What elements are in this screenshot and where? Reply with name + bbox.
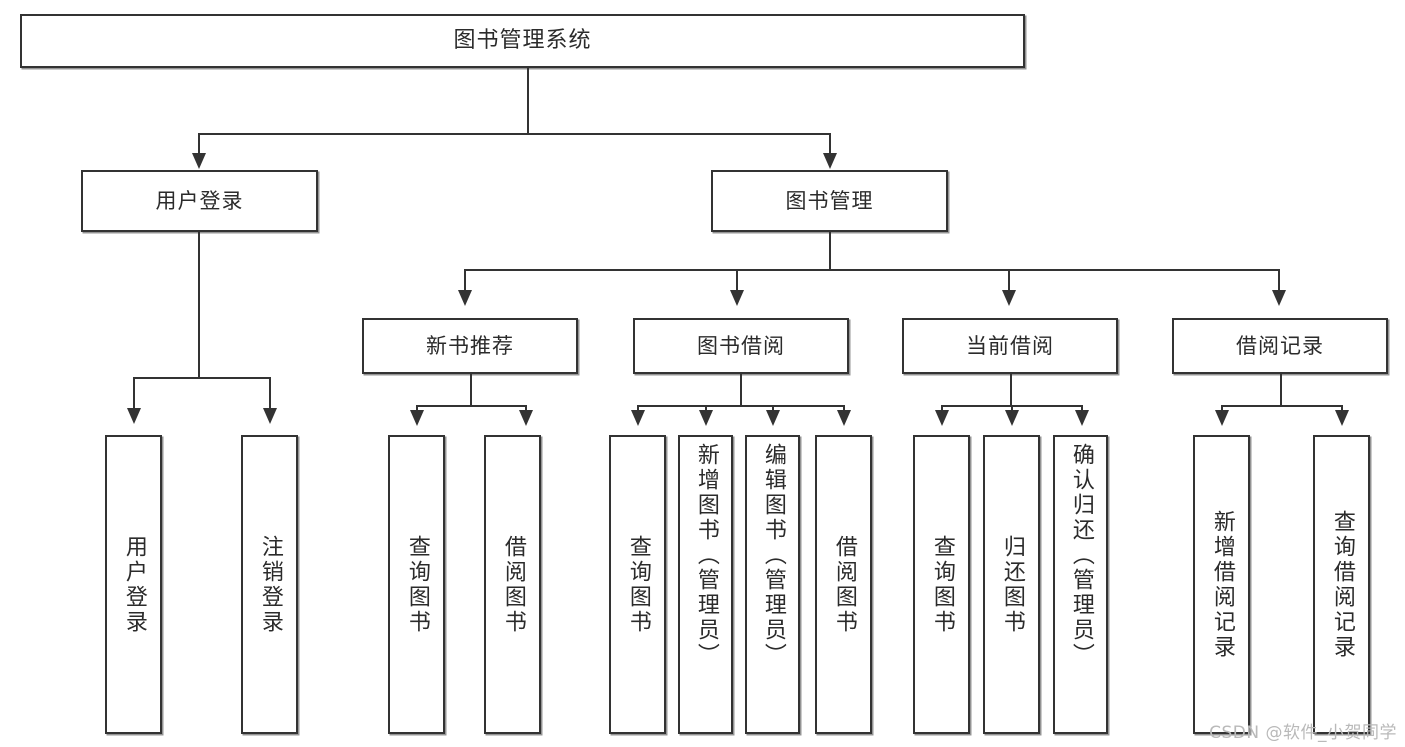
connector-drop-new-book (464, 269, 466, 293)
node-label: 当前借阅 (966, 333, 1054, 358)
watermark-text: CSDN @软件_小贺同学 (1209, 723, 1397, 743)
node-label: 归还图书 (999, 534, 1025, 635)
connector-drop-user-login (198, 133, 200, 157)
connector-drop-current-borrow (1008, 269, 1010, 293)
connector-drop-bb-leaf-2 (705, 405, 707, 413)
leaf-bb-query-book[interactable]: 查询图书 (609, 435, 666, 734)
leaf-bb-edit-book-admin[interactable]: 编辑图书（管理员） (745, 435, 800, 734)
connector-book-manage-bus (464, 269, 1280, 271)
arrow-cb-leaf-3 (1075, 410, 1089, 426)
connector-drop-bb-leaf-4 (843, 405, 845, 413)
node-book-borrow[interactable]: 图书借阅 (633, 318, 849, 374)
node-label: 借阅图书 (831, 534, 857, 635)
node-label: 新增借阅记录 (1209, 509, 1235, 660)
arrow-bb-leaf-2 (699, 410, 713, 426)
node-label: 借阅图书 (500, 534, 526, 635)
arrow-cb-leaf-1 (935, 410, 949, 426)
leaf-nb-query-book[interactable]: 查询图书 (388, 435, 445, 734)
node-label: 查询图书 (625, 534, 651, 635)
node-borrow-record[interactable]: 借阅记录 (1172, 318, 1388, 374)
connector-drop-br-leaf-2 (1341, 405, 1343, 413)
leaf-bb-add-book-admin[interactable]: 新增图书（管理员） (678, 435, 733, 734)
connector-drop-nb-leaf-2 (525, 405, 527, 413)
connector-root-stem (527, 68, 529, 134)
node-label: 借阅记录 (1236, 333, 1324, 358)
node-book-manage[interactable]: 图书管理 (711, 170, 948, 232)
node-label: 查询借阅记录 (1329, 509, 1355, 660)
leaf-br-add-record[interactable]: 新增借阅记录 (1193, 435, 1250, 734)
node-user-login[interactable]: 用户登录 (81, 170, 318, 232)
node-label: 新书推荐 (426, 333, 514, 358)
arrow-bb-leaf-4 (837, 410, 851, 426)
leaf-nb-borrow-book[interactable]: 借阅图书 (484, 435, 541, 734)
arrow-br-leaf-1 (1215, 410, 1229, 426)
leaf-logout[interactable]: 注销登录 (241, 435, 298, 734)
connector-current-borrow-stem (1010, 374, 1012, 406)
connector-book-borrow-bus (637, 405, 844, 407)
arrow-br-leaf-2 (1335, 410, 1349, 426)
connector-drop-cb-leaf-2 (1011, 405, 1013, 413)
leaf-cb-query-book[interactable]: 查询图书 (913, 435, 970, 734)
connector-user-login-bus (133, 377, 270, 379)
node-label: 用户登录 (155, 188, 244, 213)
connector-root-bus (198, 133, 830, 135)
connector-drop-borrow-record (1278, 269, 1280, 293)
arrow-bb-leaf-3 (766, 410, 780, 426)
connector-borrow-record-bus (1221, 405, 1342, 407)
connector-book-borrow-stem (740, 374, 742, 406)
arrow-borrow-record (1272, 290, 1286, 306)
connector-drop-leaf-user-login (133, 377, 135, 411)
connector-new-book-bus (416, 405, 526, 407)
node-label: 确认归还（管理员） (1068, 443, 1094, 668)
arrow-current-borrow (1002, 290, 1016, 306)
connector-drop-cb-leaf-1 (941, 405, 943, 413)
connector-drop-book-manage (829, 133, 831, 157)
connector-new-book-stem (470, 374, 472, 406)
arrow-book-borrow (730, 290, 744, 306)
leaf-cb-confirm-return-admin[interactable]: 确认归还（管理员） (1053, 435, 1108, 734)
arrow-leaf-logout (263, 408, 277, 424)
node-label: 编辑图书（管理员） (760, 443, 786, 668)
connector-user-login-stem (198, 232, 200, 378)
arrow-bb-leaf-1 (631, 410, 645, 426)
leaf-user-login[interactable]: 用户登录 (105, 435, 162, 734)
arrow-book-manage (823, 153, 837, 169)
node-current-borrow[interactable]: 当前借阅 (902, 318, 1118, 374)
node-root-system[interactable]: 图书管理系统 (20, 14, 1025, 68)
node-label: 查询图书 (404, 534, 430, 635)
arrow-new-book (458, 290, 472, 306)
node-label: 新增图书（管理员） (693, 443, 719, 668)
arrow-user-login (192, 153, 206, 169)
node-new-book-recommend[interactable]: 新书推荐 (362, 318, 578, 374)
connector-book-manage-stem (829, 232, 831, 270)
connector-borrow-record-stem (1280, 374, 1282, 406)
connector-drop-bb-leaf-1 (637, 405, 639, 413)
arrow-cb-leaf-2 (1005, 410, 1019, 426)
node-label: 图书管理系统 (453, 28, 592, 53)
arrow-nb-leaf-2 (519, 410, 533, 426)
connector-drop-book-borrow (736, 269, 738, 293)
node-label: 注销登录 (257, 534, 283, 635)
connector-drop-nb-leaf-1 (416, 405, 418, 413)
connector-drop-bb-leaf-3 (772, 405, 774, 413)
leaf-br-query-record[interactable]: 查询借阅记录 (1313, 435, 1370, 734)
arrow-leaf-user-login (127, 408, 141, 424)
connector-drop-br-leaf-1 (1221, 405, 1223, 413)
leaf-cb-return-book[interactable]: 归还图书 (983, 435, 1040, 734)
arrow-nb-leaf-1 (410, 410, 424, 426)
node-label: 用户登录 (121, 534, 147, 635)
node-label: 查询图书 (929, 534, 955, 635)
leaf-bb-borrow-book[interactable]: 借阅图书 (815, 435, 872, 734)
connector-drop-cb-leaf-3 (1081, 405, 1083, 413)
node-label: 图书借阅 (697, 333, 785, 358)
connector-drop-leaf-logout (269, 377, 271, 411)
node-label: 图书管理 (785, 188, 874, 213)
